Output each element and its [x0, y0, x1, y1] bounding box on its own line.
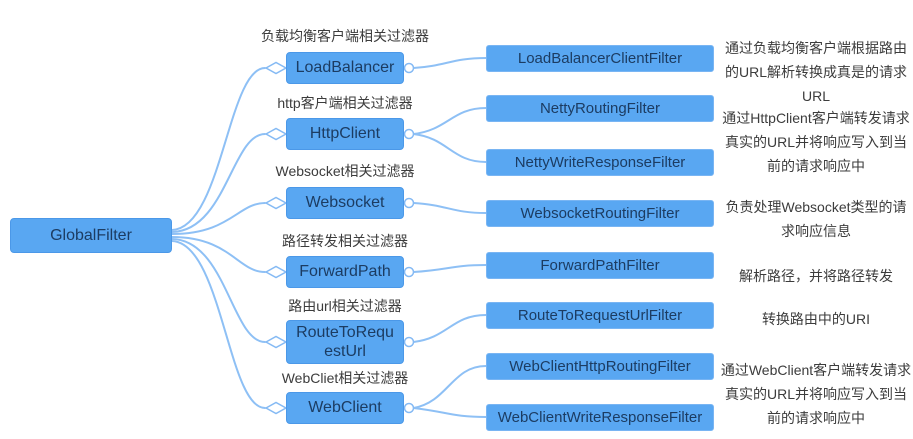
node-routetorequesturl[interactable]: RouteToRequestUrl: [286, 320, 404, 364]
edge-root-forwardpath: [171, 236, 266, 273]
circle-connector-icon: [403, 128, 415, 140]
edge-root-httpclient: [171, 133, 266, 233]
edge-root-webclient: [171, 240, 266, 409]
category-label-websocket: Websocket相关过滤器: [275, 163, 415, 179]
circle-connector-icon: [403, 266, 415, 278]
category-label-loadbalancer: 负载均衡客户端相关过滤器: [261, 28, 429, 44]
leaf-nettyroutingfilter[interactable]: NettyRoutingFilter: [486, 95, 714, 122]
node-webclient[interactable]: WebClient: [286, 392, 404, 424]
description-forwardpath: 解析路径，并将路径转发: [739, 268, 893, 284]
node-loadbalancer[interactable]: LoadBalancer: [286, 52, 404, 84]
edge-loadbalancer-leaf: [412, 57, 487, 69]
leaf-nettywriteresponsefilter[interactable]: NettyWriteResponseFilter: [486, 149, 714, 176]
branch-leaf-curves: [412, 57, 487, 418]
edge-httpclient-nettyrouting: [412, 107, 487, 135]
edge-root-routetorequesturl: [171, 238, 266, 343]
circle-connector-icon: [403, 197, 415, 209]
leaf-loadbalancerclientfilter[interactable]: LoadBalancerClientFilter: [486, 45, 714, 72]
diamond-connector-icon: [264, 265, 288, 279]
edge-websocket-leaf: [412, 202, 487, 214]
leaf-webclienthttproutingfilter[interactable]: WebClientHttpRoutingFilter: [486, 353, 714, 380]
circle-connector-icon: [403, 62, 415, 74]
leaf-forwardpathfilter[interactable]: ForwardPathFilter: [486, 252, 714, 279]
edge-webclient-writeresponse: [412, 407, 487, 418]
diamond-connector-icon: [264, 401, 288, 415]
description-httpclient: 通过HttpClient客户端转发请求真实的URL并将响应写入到当前的请求响应中: [722, 110, 910, 174]
node-websocket[interactable]: Websocket: [286, 187, 404, 219]
circle-connectors: [403, 62, 415, 414]
category-label-routetorequesturl: 路由url相关过滤器: [288, 298, 402, 314]
diamond-connector-icon: [264, 335, 288, 349]
description-routetorequesturl: 转换路由中的URI: [761, 311, 871, 327]
edge-webclient-httprouting: [412, 365, 487, 409]
circle-connector-icon: [403, 336, 415, 348]
diamond-connectors: [264, 61, 288, 415]
edge-root-loadbalancer: [171, 67, 266, 231]
edge-routetorequesturl-leaf: [412, 314, 487, 343]
node-globalfilter[interactable]: GlobalFilter: [10, 218, 172, 253]
category-label-httpclient: http客户端相关过滤器: [277, 95, 413, 111]
edge-httpclient-nettywriteresponse: [412, 133, 487, 163]
node-forwardpath[interactable]: ForwardPath: [286, 256, 404, 288]
edge-forwardpath-leaf: [412, 264, 487, 273]
category-label-webclient: WebCliet相关过滤器: [281, 370, 409, 386]
diamond-connector-icon: [264, 127, 288, 141]
description-websocket: 负责处理Websocket类型的请求响应信息: [725, 199, 907, 239]
description-loadbalancer: 通过负载均衡客户端根据路由的URL解析转换成真是的请求URL: [724, 40, 907, 104]
leaf-websocketroutingfilter[interactable]: WebsocketRoutingFilter: [486, 200, 714, 227]
leaf-routetorequesturlfilter[interactable]: RouteToRequestUrlFilter: [486, 302, 714, 329]
diamond-connector-icon: [264, 61, 288, 75]
root-branch-curves: [171, 67, 266, 409]
category-label-forwardpath: 路径转发相关过滤器: [282, 233, 408, 249]
diamond-connector-icon: [264, 196, 288, 210]
node-httpclient[interactable]: HttpClient: [286, 118, 404, 150]
description-webclient: 通过WebClient客户端转发请求真实的URL并将响应写入到当前的请求响应中: [720, 362, 912, 426]
edge-root-websocket: [171, 202, 266, 235]
leaf-webclientwriteresponsefilter[interactable]: WebClientWriteResponseFilter: [486, 404, 714, 431]
circle-connector-icon: [403, 402, 415, 414]
